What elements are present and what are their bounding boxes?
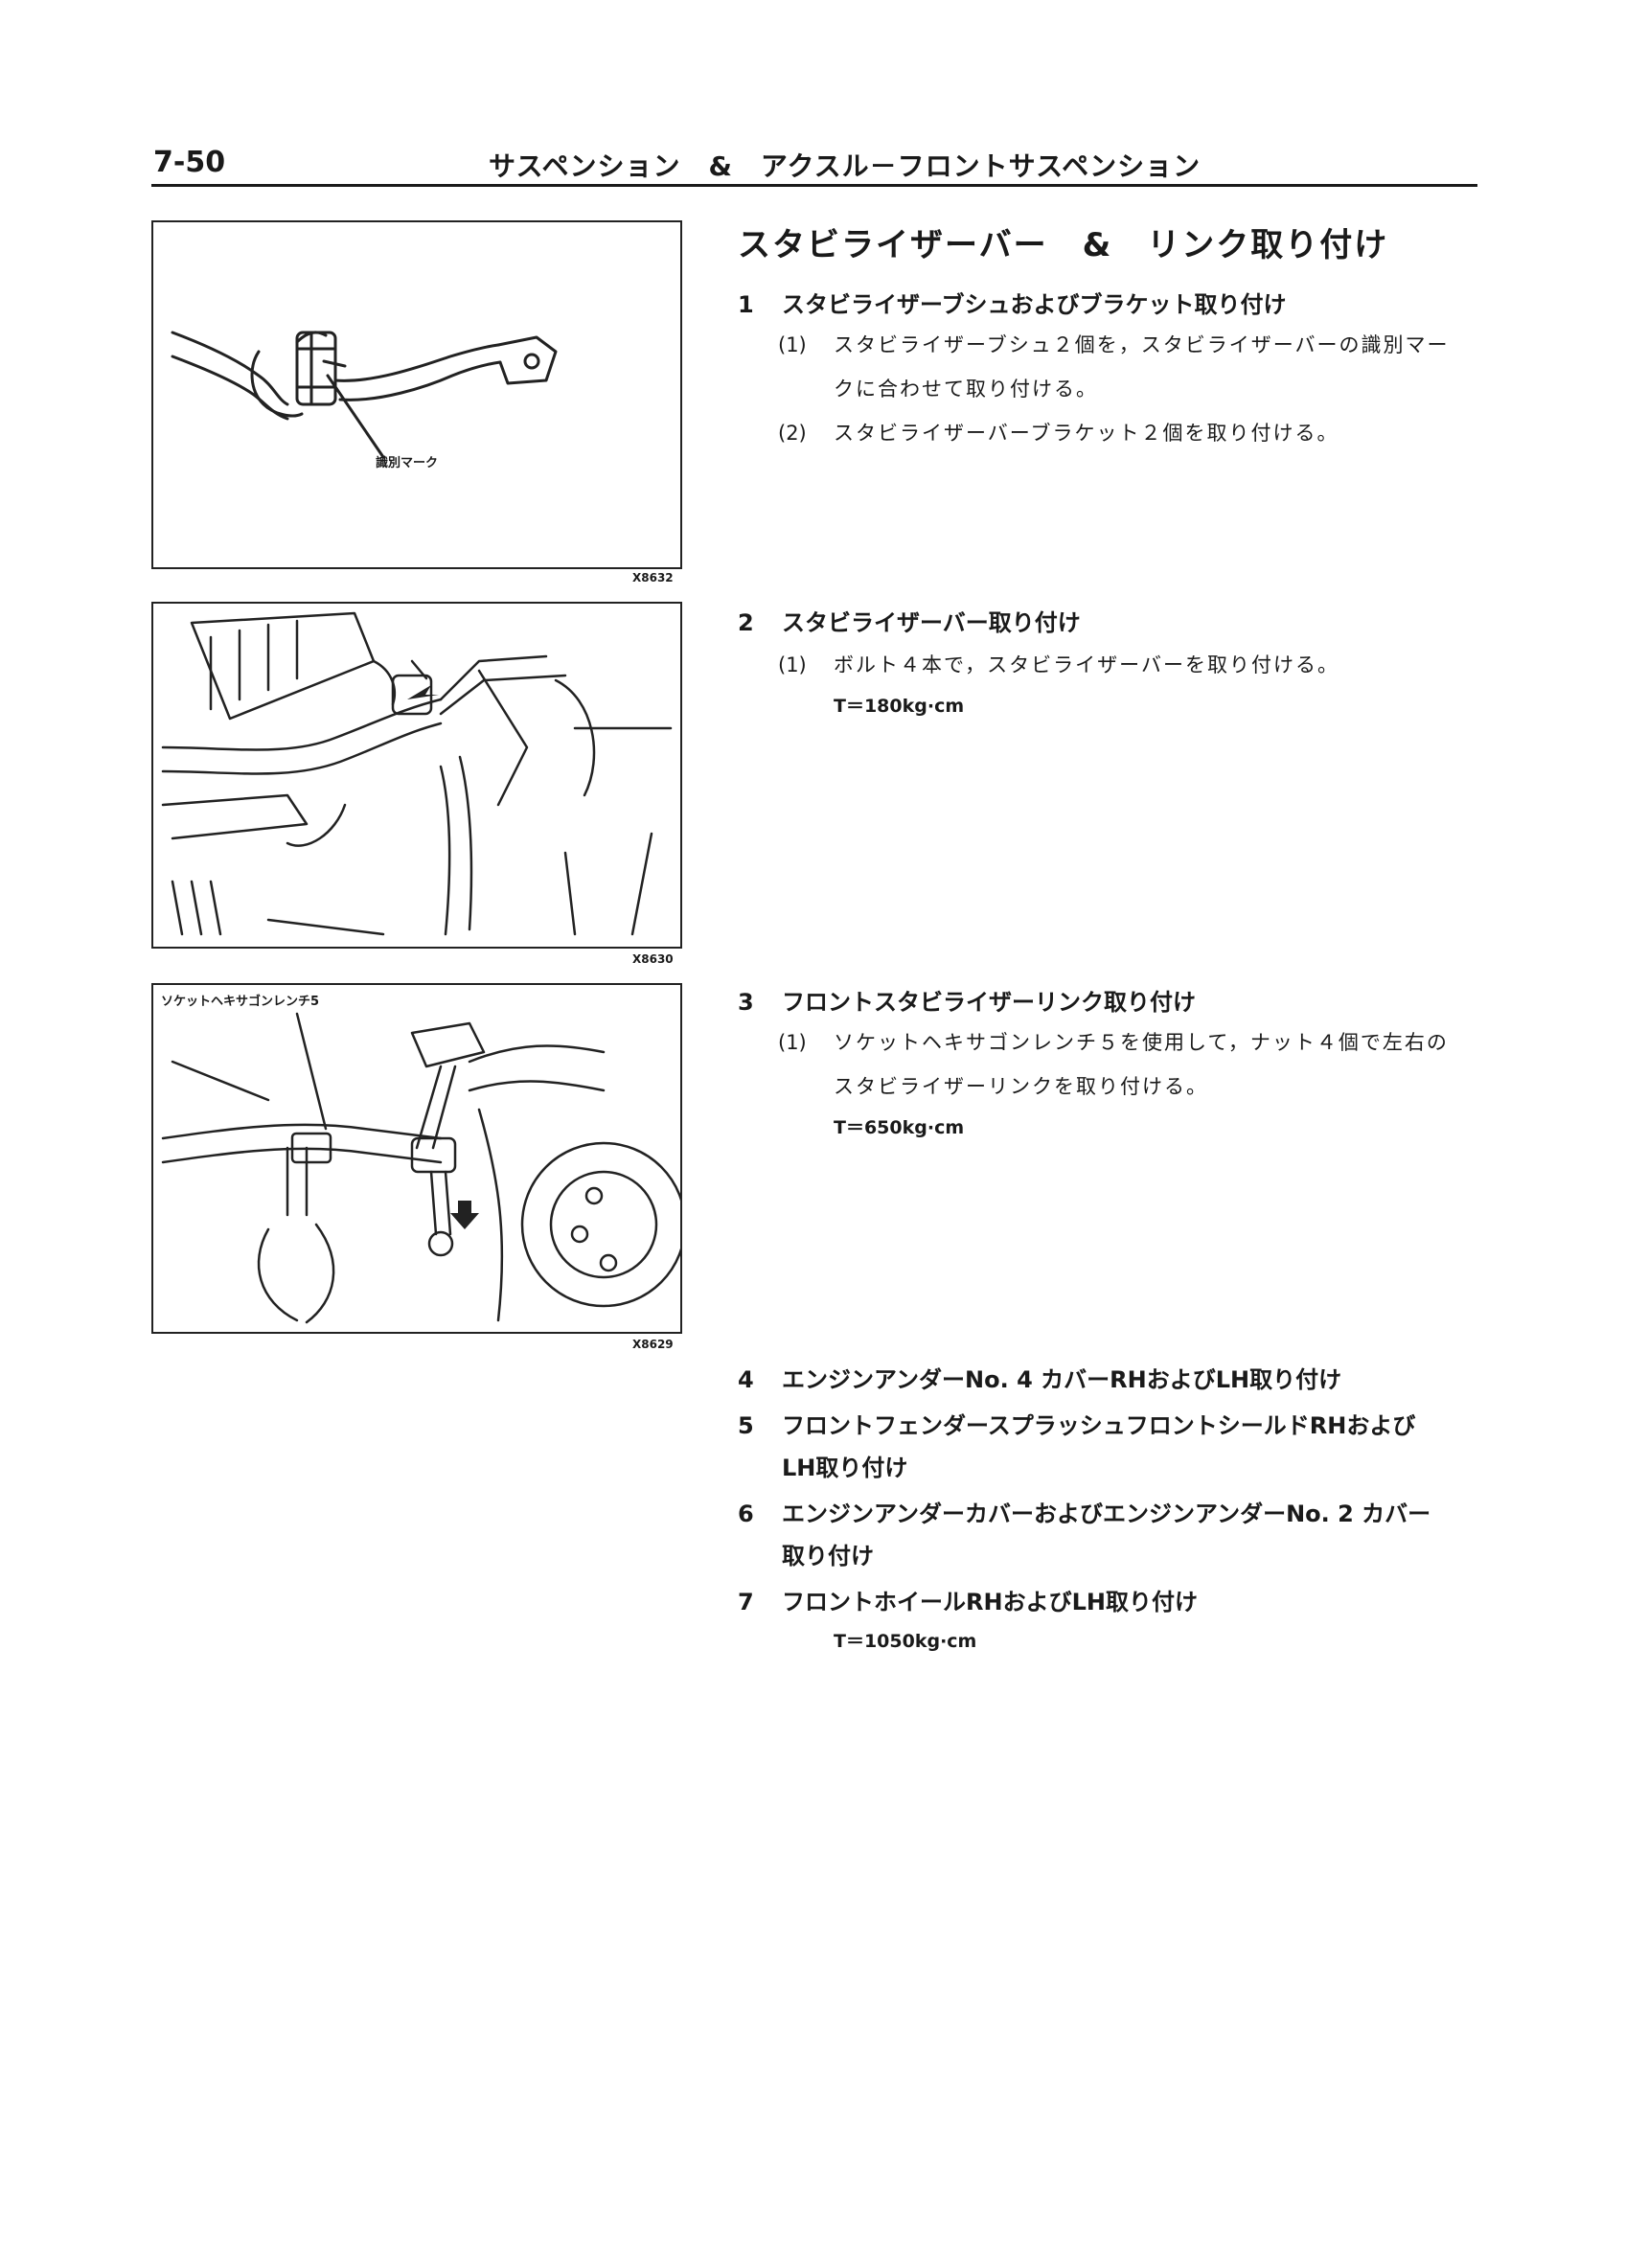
link-wrench-illustration bbox=[161, 1012, 680, 1324]
page-number: 7-50 bbox=[153, 146, 226, 179]
step-6-title-cont: 取り付け bbox=[782, 1543, 874, 1569]
sub-text: ソケットヘキサゴンレンチ５を使用して，ナット４個で左右の bbox=[834, 1031, 1449, 1054]
step-5: 5 フロントフェンダースプラッシュフロントシールドRHおよび bbox=[738, 1407, 1415, 1440]
sub-number: (1) bbox=[778, 653, 807, 676]
step-number: 4 bbox=[738, 1366, 754, 1393]
step-title: スタビライザーバー取り付け bbox=[782, 609, 1081, 636]
figure-code: X8629 bbox=[632, 1338, 674, 1351]
sub-number: (1) bbox=[778, 1031, 807, 1054]
arrow-down-icon bbox=[450, 1201, 479, 1229]
hexagon-wrench-label: ソケットヘキサゴンレンチ5 bbox=[161, 995, 320, 1009]
step-number: 6 bbox=[738, 1501, 754, 1527]
step-3: 3 フロントスタビライザーリンク取り付け bbox=[738, 983, 1196, 1017]
step-4: 4 エンジンアンダーNo. 4 カバーRHおよびLH取り付け bbox=[738, 1361, 1341, 1394]
step-2-sub-1: (1) ボルト４本で，スタビライザーバーを取り付ける。 bbox=[778, 650, 1339, 678]
figure-stabilizer-bushing: 識別マーク bbox=[151, 220, 682, 569]
figure-code: X8632 bbox=[632, 571, 674, 584]
identification-mark-label: 識別マーク bbox=[376, 456, 439, 470]
step-title: フロントスタビライザーリンク取り付け bbox=[782, 989, 1196, 1016]
sub-number: (2) bbox=[778, 422, 807, 445]
stabilizer-bar-illustration bbox=[171, 331, 558, 459]
step-1-sub-2: (2) スタビライザーバーブラケット２個を取り付ける。 bbox=[778, 418, 1339, 447]
step-number: 3 bbox=[738, 989, 754, 1016]
vehicle-underbody-illustration bbox=[161, 611, 673, 936]
sub-text: スタビライザーブシュ２個を，スタビライザーバーの識別マー bbox=[834, 333, 1450, 356]
step-title: エンジンアンダーNo. 4 カバーRHおよびLH取り付け bbox=[782, 1366, 1342, 1393]
step-1-sub-1: (1) スタビライザーブシュ２個を，スタビライザーバーの識別マー bbox=[778, 330, 1450, 358]
step-3-sub-1-cont: スタビライザーリンクを取り付ける。 bbox=[834, 1075, 1208, 1098]
torque-spec: T＝1050kg·cm bbox=[834, 1631, 977, 1652]
sub-number: (1) bbox=[778, 333, 807, 356]
figure-stabilizer-link-install: ソケットヘキサゴンレンチ5 bbox=[151, 983, 682, 1334]
running-head: サスペンション & アクスル－フロントサスペンション bbox=[489, 150, 1202, 182]
figure-code: X8630 bbox=[632, 952, 674, 966]
step-6: 6 エンジンアンダーカバーおよびエンジンアンダーNo. 2 カバー bbox=[738, 1495, 1430, 1528]
step-number: 5 bbox=[738, 1412, 754, 1439]
torque-spec: T＝180kg·cm bbox=[834, 696, 965, 717]
torque-spec: T＝650kg·cm bbox=[834, 1117, 965, 1138]
header-rule bbox=[151, 184, 1477, 187]
step-number: 1 bbox=[738, 291, 754, 318]
sub-text: ボルト４本で，スタビライザーバーを取り付ける。 bbox=[834, 653, 1339, 676]
arrow-icon bbox=[407, 685, 439, 699]
step-title: フロントホイールRHおよびLH取り付け bbox=[782, 1589, 1198, 1615]
step-3-sub-1: (1) ソケットヘキサゴンレンチ５を使用して，ナット４個で左右の bbox=[778, 1027, 1449, 1056]
step-title: エンジンアンダーカバーおよびエンジンアンダーNo. 2 カバー bbox=[782, 1501, 1431, 1527]
step-1-sub-1-cont: クに合わせて取り付ける。 bbox=[834, 378, 1098, 401]
section-title: スタビライザーバー & リンク取り付け bbox=[738, 226, 1389, 264]
step-1: 1 スタビライザーブシュおよびブラケット取り付け bbox=[738, 286, 1287, 319]
step-number: 2 bbox=[738, 609, 754, 636]
step-title: スタビライザーブシュおよびブラケット取り付け bbox=[782, 291, 1287, 318]
step-7: 7 フロントホイールRHおよびLH取り付け bbox=[738, 1583, 1198, 1616]
step-number: 7 bbox=[738, 1589, 754, 1615]
sub-text: スタビライザーバーブラケット２個を取り付ける。 bbox=[834, 422, 1339, 445]
figure-stabilizer-bar-install bbox=[151, 602, 682, 949]
step-2: 2 スタビライザーバー取り付け bbox=[738, 604, 1081, 637]
step-5-title-cont: LH取り付け bbox=[782, 1455, 908, 1481]
step-title: フロントフェンダースプラッシュフロントシールドRHおよび bbox=[782, 1412, 1416, 1439]
